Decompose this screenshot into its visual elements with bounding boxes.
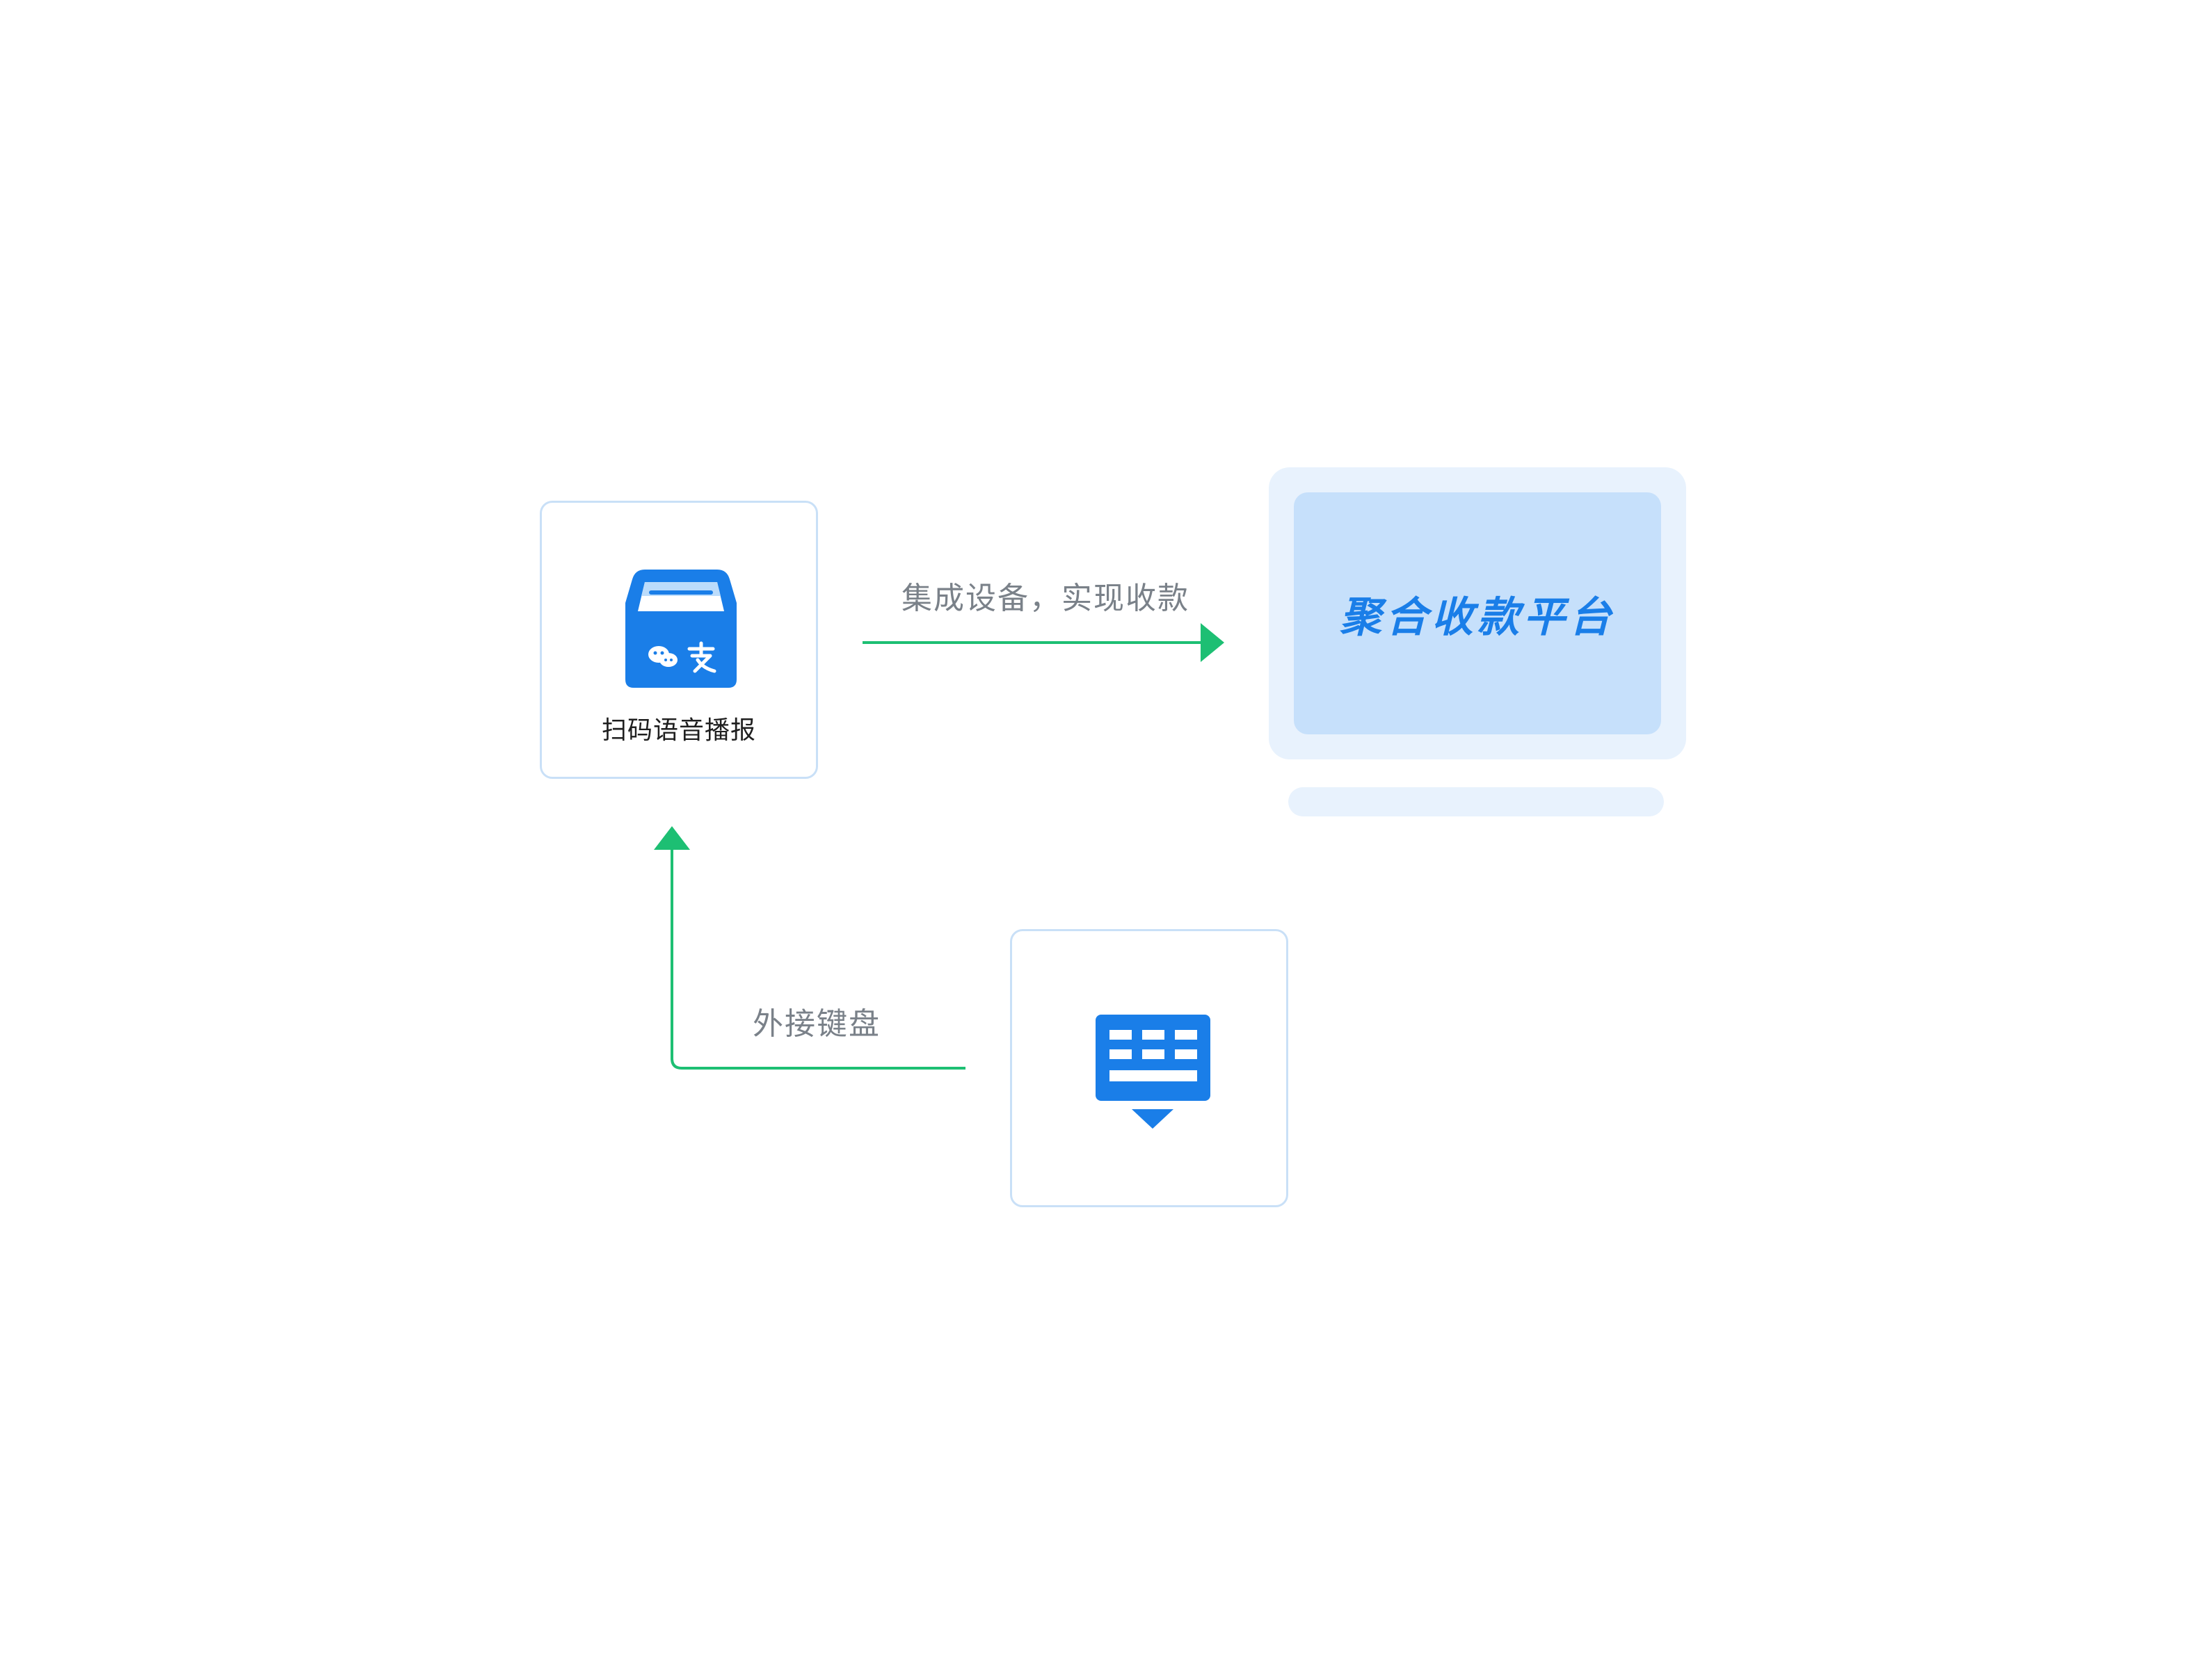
keyboard-icon [1096,1015,1210,1129]
keyboard-flow-label: 外接键盘 [753,1006,881,1042]
scanner-card: 扫码语音播报 [540,501,818,779]
scanner-label: 扫码语音播报 [601,716,756,745]
keyboard-card [1010,929,1288,1207]
arrow-from-keyboard [654,826,965,1070]
monitor-stand [1288,787,1664,816]
monitor-screen: 聚合收款平台 [1294,492,1661,734]
arrow-to-platform [863,623,1224,662]
platform-title: 聚合收款平台 [1340,592,1615,642]
monitor-icon: 聚合收款平台 [1269,467,1686,759]
scanner-box-icon [625,570,737,688]
integrate-flow-label: 集成设备，实现收款 [901,581,1189,616]
